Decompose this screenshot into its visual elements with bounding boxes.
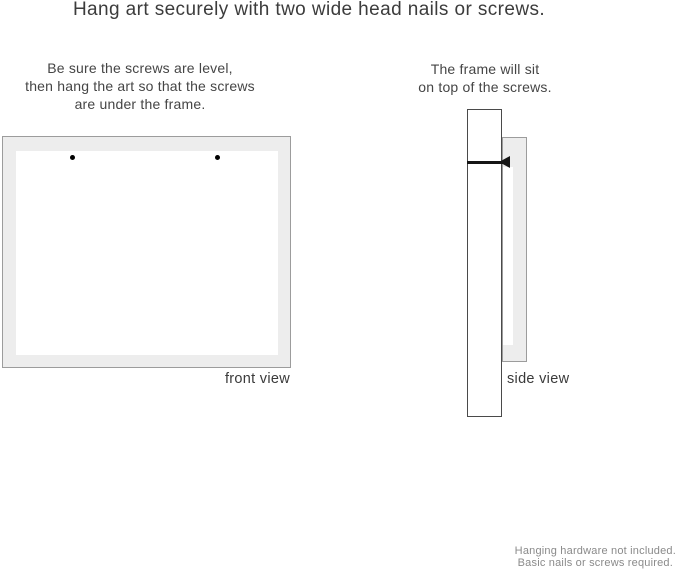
side-view-frame-gap [503, 167, 513, 345]
side-view-instruction: The frame will sit on top of the screws. [385, 60, 585, 96]
instruction-line: then hang the art so that the screws [25, 78, 255, 94]
instruction-line: Be sure the screws are level, [47, 60, 233, 76]
instruction-line: The frame will sit [430, 61, 540, 77]
nail-head-icon [499, 156, 510, 168]
instruction-line: are under the frame. [74, 96, 206, 112]
footer-line: Hanging hardware not included. [514, 545, 676, 557]
front-view-frame [2, 136, 291, 368]
front-view-mat [16, 151, 278, 355]
page-title: Hang art securely with two wide head nai… [72, 0, 546, 20]
front-view-instruction: Be sure the screws are level, then hang … [10, 59, 270, 113]
side-view-wall-strip [467, 109, 502, 417]
screw-head-dot-left [70, 155, 75, 160]
footer-line: Basic nails or screws required. [517, 556, 674, 569]
nail-shank [467, 161, 504, 164]
side-view-label: side view [507, 371, 570, 387]
footer-disclaimer: Hanging hardware not included. Basic nai… [514, 545, 676, 569]
instruction-line: on top of the screws. [418, 79, 552, 95]
front-view-label: front view [224, 371, 290, 387]
screw-head-dot-right [215, 155, 220, 160]
